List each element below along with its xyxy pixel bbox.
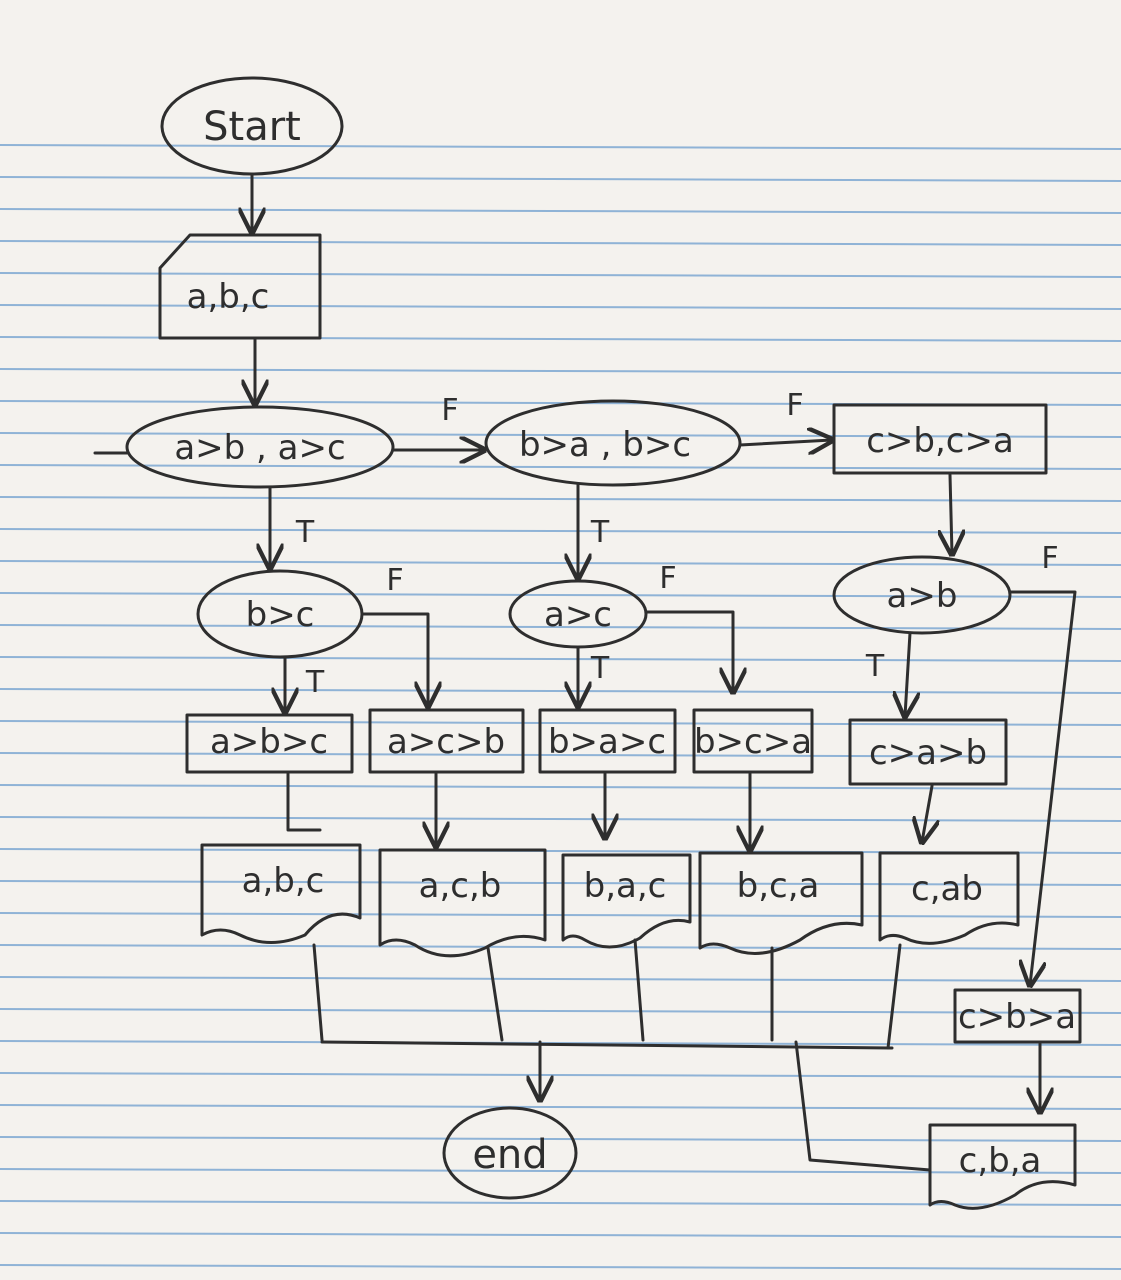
arrow-ac-false xyxy=(644,610,733,692)
o-cba-label: c,b,a xyxy=(959,1141,1042,1181)
cond1-false-label: F xyxy=(441,393,458,428)
ruled-line xyxy=(0,1008,1121,1014)
ruled-line xyxy=(0,432,1121,438)
ruled-line xyxy=(0,976,1121,982)
process-b-a-c xyxy=(538,708,677,774)
o-acb-label: a,c,b xyxy=(419,866,502,906)
ruled-line xyxy=(0,944,1121,950)
output-doc-acb xyxy=(378,848,547,958)
output-doc-abc xyxy=(200,843,362,944)
ruled-lines xyxy=(0,144,1121,1270)
decision-a-greatest xyxy=(125,405,395,489)
ruled-line xyxy=(0,1136,1121,1142)
process-c-a-b xyxy=(848,718,1008,786)
cond-ab-true-label: T xyxy=(865,649,885,684)
arrow-cab-out xyxy=(922,784,932,842)
ruled-line xyxy=(0,1040,1121,1046)
drop-cab xyxy=(886,943,902,1050)
output-doc-cab xyxy=(878,851,1020,945)
ruled-line xyxy=(0,560,1121,566)
ruled-line xyxy=(0,1232,1121,1238)
ruled-line xyxy=(0,1264,1121,1270)
cond1-true-label: T xyxy=(295,515,315,550)
r-bca-label: b>c>a xyxy=(694,722,812,762)
cond2-label: b>a , b>c xyxy=(519,425,691,465)
cond-bc-false-label: F xyxy=(386,563,403,598)
arrow-procc-condab xyxy=(950,473,952,554)
ruled-line xyxy=(0,240,1121,246)
ruled-line xyxy=(0,304,1121,310)
decision-a-gt-b xyxy=(832,555,1012,635)
ruled-line xyxy=(0,176,1121,182)
ruled-line xyxy=(0,528,1121,534)
cond2-false-label: F xyxy=(786,388,803,423)
cond-ab-label: a>b xyxy=(887,576,958,616)
cond-ac-label: a>c xyxy=(544,595,612,635)
drop-acb xyxy=(486,946,504,1042)
ruled-line xyxy=(0,912,1121,918)
ruled-line xyxy=(0,688,1121,694)
end-label: end xyxy=(472,1132,547,1178)
r-cba-label: c>b>a xyxy=(958,997,1076,1037)
cond-bc-label: b>c xyxy=(246,595,315,635)
arrow-abc-out xyxy=(286,772,322,832)
o-abc-label: a,b,c xyxy=(242,861,325,901)
r-abc-label: a>b>c xyxy=(210,722,328,762)
ruled-line xyxy=(0,1104,1121,1110)
ruled-line xyxy=(0,272,1121,278)
arrow-ab-false xyxy=(1008,590,1077,985)
cond-bc-true-label: T xyxy=(305,665,325,700)
process-b-c-a xyxy=(692,708,814,774)
end-terminal xyxy=(442,1106,578,1200)
cond1-label: a>b , a>c xyxy=(174,428,345,468)
r-bac-label: b>a>c xyxy=(548,722,666,762)
ruled-line xyxy=(0,592,1121,598)
o-bac-label: b,a,c xyxy=(584,866,667,906)
proc-c-label: c>b,c>a xyxy=(866,421,1014,461)
ruled-line xyxy=(0,208,1121,214)
ruled-line xyxy=(0,880,1121,886)
drop-abc xyxy=(312,943,324,1042)
ruled-line xyxy=(0,656,1121,662)
arrow-ab-true xyxy=(905,631,910,716)
output-doc-bac xyxy=(561,853,692,949)
ruled-line xyxy=(0,1072,1121,1078)
ruled-line xyxy=(0,464,1121,470)
o-bca-label: b,c,a xyxy=(737,866,820,906)
cond-ac-true-label: T xyxy=(590,651,610,686)
process-a-b-c xyxy=(185,713,354,774)
ruled-line xyxy=(0,624,1121,630)
ruled-line xyxy=(0,1168,1121,1174)
output-doc-bca xyxy=(698,851,864,955)
arrow-bc-false xyxy=(360,612,428,706)
cond2-true-label: T xyxy=(590,515,610,550)
ruled-line xyxy=(0,496,1121,502)
ruled-line xyxy=(0,784,1121,790)
line-cba-merge xyxy=(794,1040,932,1172)
input-box xyxy=(158,233,322,340)
input-label: a,b,c xyxy=(187,277,270,317)
output-doc-cba xyxy=(928,1123,1077,1210)
drop-bac xyxy=(633,938,645,1042)
ruled-line xyxy=(0,144,1121,150)
arrow-cond2-false xyxy=(738,440,832,445)
cond-ac-false-label: F xyxy=(659,561,676,596)
ruled-line xyxy=(0,816,1121,822)
r-cab-label: c>a>b xyxy=(869,733,987,773)
ruled-line xyxy=(0,368,1121,374)
r-acb-label: a>c>b xyxy=(387,722,505,762)
process-a-c-b xyxy=(368,708,525,774)
o-cab-label: c,ab xyxy=(911,869,983,909)
cond-ab-false-label: F xyxy=(1041,541,1058,576)
start-label: Start xyxy=(203,104,301,150)
process-c-b-a xyxy=(953,988,1082,1044)
